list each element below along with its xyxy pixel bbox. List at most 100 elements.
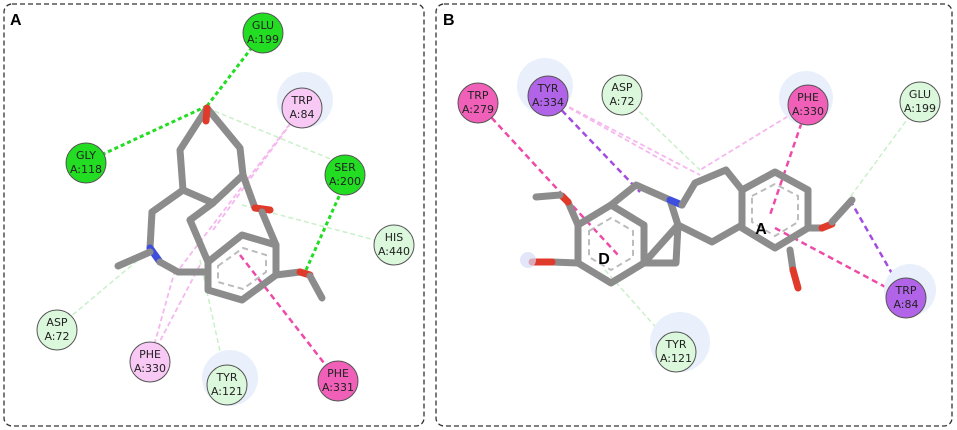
- residue-circle: [324, 154, 366, 196]
- residue-circle: [787, 84, 829, 126]
- residue-name: PHE: [797, 91, 819, 104]
- pialkyl-line-phe330: [699, 103, 809, 171]
- residue-circle: [65, 142, 107, 184]
- residue-circle: [206, 364, 248, 406]
- residue-name: GLY: [76, 149, 96, 162]
- residue-number: A:121: [211, 385, 243, 398]
- panel-a-border: [3, 3, 425, 427]
- ring-label-a: A: [755, 221, 767, 238]
- residue-circle: [601, 74, 643, 116]
- residue-a-phe331: PHE A:331: [317, 360, 359, 402]
- residue-a-gly118: GLY A:118: [65, 142, 107, 184]
- residue-number: A:199: [247, 33, 279, 46]
- residue-name: TRP: [291, 94, 313, 107]
- residue-a-phe330: PHE A:330: [129, 341, 171, 383]
- residue-circle: [885, 277, 927, 319]
- hbond-line-gly118: [85, 104, 208, 164]
- carbonyl-o-a: [789, 266, 802, 292]
- residue-b-tyr334: TYR A:334: [517, 58, 573, 117]
- residue-b-phe330: PHE A:330: [779, 71, 833, 126]
- residue-number: A:440: [378, 245, 410, 258]
- ring-label-d: D: [598, 251, 610, 268]
- ligand-b: [520, 166, 856, 292]
- pipi-line-trp84: [774, 226, 907, 300]
- methoxy-c-a: [828, 196, 856, 226]
- panel-a-interactions: [56, 32, 395, 384]
- panel-a-label: A: [10, 12, 22, 29]
- residue-b-asp72: ASP A:72: [601, 74, 643, 116]
- chbond-line-asp72: [56, 249, 151, 329]
- residue-circle: [129, 341, 171, 383]
- residue-number: A:199: [904, 102, 936, 115]
- residue-a-his440: HIS A:440: [373, 224, 415, 266]
- bond-a-3: [186, 216, 212, 266]
- residue-number: A:279: [462, 103, 494, 116]
- residue-name: TRP: [895, 284, 917, 297]
- methoxy-o-d: [558, 192, 572, 206]
- residue-number: A:118: [70, 163, 102, 176]
- aromatic-a: [217, 246, 267, 291]
- panel-b: B: [435, 3, 953, 427]
- residue-name: TRP: [467, 89, 489, 102]
- ring-mid-right: [674, 166, 746, 246]
- residue-circle: [36, 309, 78, 351]
- residue-number: A:331: [322, 381, 354, 394]
- residue-a-trp84: TRP A:84: [277, 72, 333, 129]
- residue-a-tyr121: TYR A:121: [202, 350, 258, 406]
- residue-circle: [373, 224, 415, 266]
- residue-circle: [242, 12, 284, 54]
- n-methyl-a: [114, 248, 154, 270]
- bond-a-2: [186, 199, 217, 224]
- residue-circle: [527, 75, 569, 117]
- aromatic-a-b: [751, 182, 799, 238]
- residue-name: PHE: [139, 348, 161, 361]
- residue-circle: [457, 82, 499, 124]
- bond-b-1: [564, 198, 582, 229]
- residue-number: A:84: [893, 298, 918, 311]
- residue-a-glu199: GLU A:199: [242, 12, 284, 54]
- methoxy-c-d: [532, 191, 564, 201]
- residue-name: GLU: [909, 88, 931, 101]
- residue-name: TYR: [536, 82, 558, 95]
- bond-a-4: [258, 208, 280, 249]
- residue-number: A:330: [134, 362, 166, 375]
- residue-number: A:334: [532, 96, 564, 109]
- hbond-line-ser200: [304, 182, 347, 271]
- bond-a-1: [239, 171, 259, 212]
- residue-number: A:84: [289, 108, 314, 121]
- residue-number: A:330: [792, 105, 824, 118]
- residue-name: PHE: [327, 367, 349, 380]
- pialkyl-line-trp84-a: [212, 107, 303, 231]
- panel-b-border: [435, 3, 953, 427]
- residue-a-asp72: ASP A:72: [36, 309, 78, 351]
- residue-name: TYR: [664, 338, 686, 351]
- atom-halo: [520, 252, 536, 268]
- residue-name: ASP: [611, 81, 633, 94]
- residue-name: GLU: [252, 19, 274, 32]
- residue-b-trp84: TRP A:84: [884, 264, 936, 319]
- residue-number: A:121: [660, 352, 692, 365]
- aromatic-d: [588, 216, 634, 272]
- residue-circle: [317, 360, 359, 402]
- residue-name: HIS: [385, 231, 404, 244]
- residue-b-glu199: GLU A:199: [899, 81, 941, 123]
- residue-circle: [899, 81, 941, 123]
- residue-circle: [281, 87, 323, 129]
- ligand-a: [114, 104, 326, 304]
- residue-number: A:200: [329, 175, 361, 188]
- pipi-line-trp279: [477, 102, 619, 256]
- pipi-line-phe331: [239, 254, 339, 382]
- residue-name: TYR: [215, 371, 237, 384]
- pisigma-line-tyr334: [547, 95, 641, 193]
- residue-number: A:72: [609, 95, 634, 108]
- panel-b-label: B: [443, 12, 455, 29]
- residue-name: ASP: [46, 316, 68, 329]
- bond-b-2: [548, 258, 582, 267]
- panel-b-interactions: [477, 94, 921, 351]
- methoxy-c-a: [306, 272, 326, 302]
- bond-a-5: [272, 268, 304, 279]
- residue-name: SER: [334, 161, 356, 174]
- residue-b-trp279: TRP A:279: [457, 82, 499, 124]
- hydroxyl-a: [202, 104, 211, 125]
